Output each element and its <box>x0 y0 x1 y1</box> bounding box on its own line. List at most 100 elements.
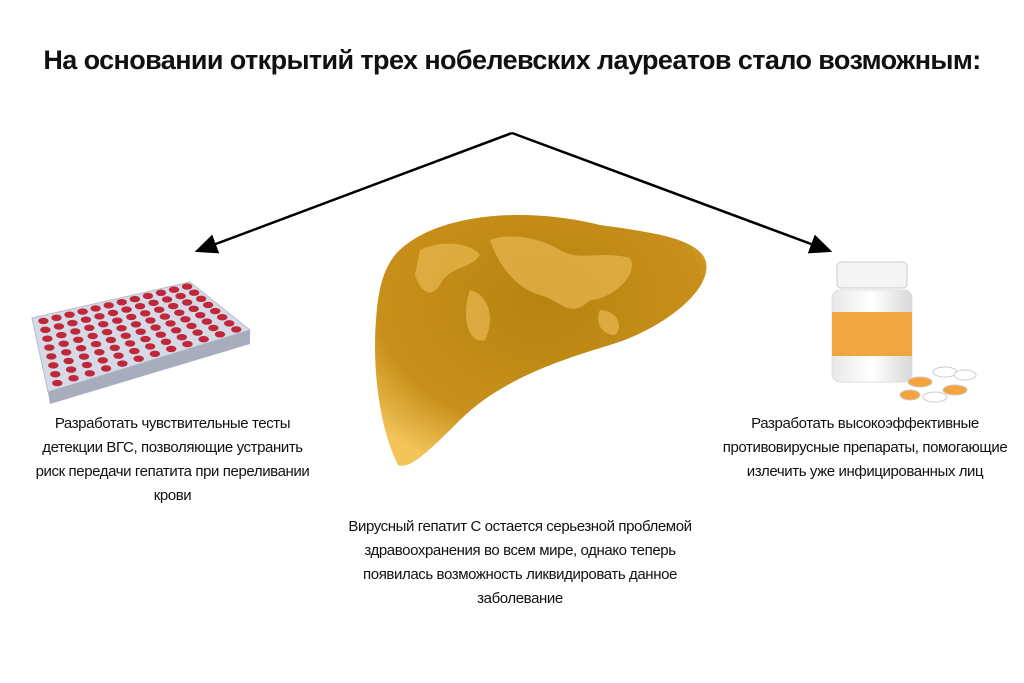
plate-well <box>188 305 199 313</box>
plate-well <box>201 318 213 325</box>
plate-well <box>170 327 182 334</box>
plate-well <box>140 335 151 343</box>
plate-well <box>117 360 128 367</box>
plate-well <box>94 313 105 320</box>
plate-well <box>73 336 84 344</box>
plate-well <box>145 317 156 324</box>
plate-well <box>186 322 197 330</box>
left-caption: Разработать чувствительные тесты детекци… <box>35 415 310 504</box>
plate-well <box>103 302 114 309</box>
plate-well <box>77 308 88 315</box>
plate-well <box>188 289 200 296</box>
plate-well <box>160 338 172 346</box>
plate-well <box>129 295 141 303</box>
plate-well <box>231 326 242 333</box>
plate-well <box>121 306 132 313</box>
microplate-image <box>31 281 252 404</box>
plate-well <box>44 344 55 351</box>
plate-well <box>116 298 127 306</box>
plate-well <box>100 365 112 372</box>
plate-well <box>90 305 101 312</box>
plate-well <box>159 313 171 320</box>
plate-well <box>124 340 136 347</box>
plate-well <box>134 302 146 310</box>
slide-title: На основании открытий трех нобелевских л… <box>43 45 981 75</box>
plate-well <box>165 345 177 353</box>
liver-world-map-image <box>374 215 707 466</box>
plate-well <box>165 320 176 327</box>
plate-well <box>155 331 166 338</box>
plate-well <box>101 328 113 336</box>
plate-well <box>153 306 165 313</box>
plate-well <box>144 343 156 350</box>
plate-well <box>87 332 98 340</box>
plate-well <box>198 335 209 343</box>
plate-well <box>58 340 69 347</box>
plate-well <box>224 320 235 327</box>
plate-well <box>81 361 93 369</box>
plate-well <box>116 324 127 332</box>
plate-well <box>174 309 185 316</box>
plate-well <box>63 357 74 365</box>
plate-well <box>97 357 108 364</box>
plate-well <box>181 299 193 306</box>
plate-well <box>180 316 191 323</box>
plate-well <box>142 292 154 300</box>
plate-well <box>80 316 92 323</box>
plate-well <box>105 336 117 344</box>
plate-well <box>202 301 214 309</box>
plate-well <box>176 333 187 341</box>
plate-well <box>61 349 72 356</box>
plate-well <box>46 353 57 360</box>
plate-well <box>53 323 65 330</box>
pill-bottle-image <box>831 261 977 403</box>
plate-well <box>78 353 90 360</box>
plate-well <box>40 326 51 334</box>
plate-well <box>216 313 228 321</box>
plate-well <box>67 319 78 327</box>
plate-well <box>42 335 53 342</box>
plate-well <box>84 324 95 332</box>
plate-well <box>148 299 159 307</box>
plate-well <box>161 296 173 303</box>
plate-well <box>70 328 81 335</box>
plate-well <box>192 329 203 336</box>
plate-well <box>50 370 61 378</box>
plate-well <box>149 350 161 358</box>
plate-well <box>135 328 146 335</box>
plate-well <box>48 362 59 369</box>
plate-well <box>208 324 219 332</box>
plate-well <box>52 379 63 387</box>
plate-well <box>126 313 137 321</box>
plate-well <box>90 340 102 348</box>
plate-well <box>38 317 49 325</box>
split-arrows <box>194 131 833 254</box>
plate-well <box>65 366 77 373</box>
plate-well <box>94 348 105 356</box>
plate-well <box>84 370 96 377</box>
plate-well <box>175 292 186 300</box>
plate-well <box>51 314 62 322</box>
plate-well <box>129 347 140 355</box>
plate-well <box>56 331 67 339</box>
plate-well <box>209 307 221 315</box>
plate-well <box>75 344 87 352</box>
plate-well <box>195 311 206 319</box>
right-caption: Разработать высокоэффективные противовир… <box>722 415 1008 480</box>
plate-well <box>68 374 79 382</box>
center-caption: Вирусный гепатит С остается серьезной пр… <box>348 518 692 607</box>
plate-well <box>107 309 119 317</box>
plate-well <box>120 332 132 340</box>
plate-well <box>140 310 151 317</box>
plate-well <box>113 352 124 359</box>
plate-well <box>64 311 75 318</box>
plate-well <box>182 340 193 348</box>
plate-well <box>214 331 226 338</box>
plate-well <box>167 302 179 310</box>
plate-well <box>112 317 123 324</box>
plate-well <box>181 283 193 290</box>
plate-well <box>195 295 207 303</box>
plate-well <box>109 344 120 352</box>
plate-well <box>130 321 142 328</box>
plate-well <box>98 320 109 328</box>
